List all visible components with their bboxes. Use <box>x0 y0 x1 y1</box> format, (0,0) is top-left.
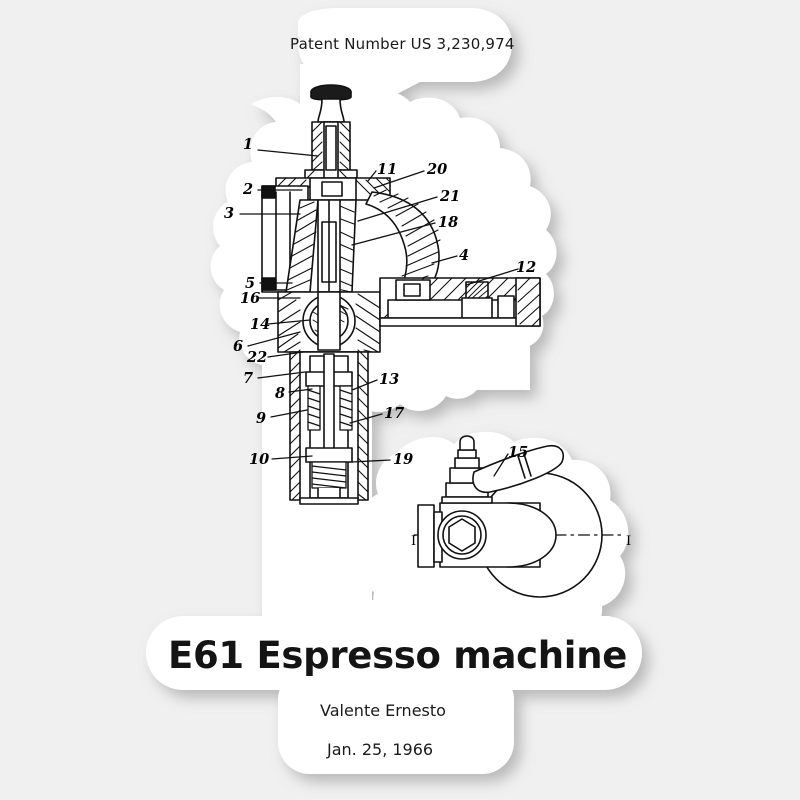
ball-valve-body <box>277 291 381 353</box>
upper-spring <box>307 385 353 431</box>
callout-leader-21 <box>357 196 438 222</box>
callout-leader-20 <box>373 170 425 189</box>
callout-leader-12 <box>465 268 519 286</box>
callout-leader-22 <box>267 351 304 358</box>
speech-bubble-tail <box>355 78 420 116</box>
callout-leader-4 <box>431 255 458 264</box>
callout-leader-9 <box>270 409 308 418</box>
callout-leader-14 <box>267 319 311 325</box>
callout-leader-8 <box>288 388 313 393</box>
callout-leader-7 <box>257 371 306 379</box>
manifold-block <box>379 277 541 327</box>
callout-leader-13 <box>351 379 378 391</box>
callout-leader-10 <box>271 455 313 460</box>
callout-leader-18 <box>351 222 436 246</box>
title-connector <box>300 600 520 690</box>
callout-leader-15 <box>493 453 509 477</box>
speech-bubble-shape <box>298 8 512 113</box>
callout-leader-6 <box>247 331 301 347</box>
credits-pill-shape <box>278 668 514 774</box>
callout-leader-1 <box>257 149 319 157</box>
patent-drawing <box>239 84 625 598</box>
lower-barrel <box>289 349 369 505</box>
callout-leader-11 <box>367 170 377 182</box>
valve-elevation-view <box>413 435 625 598</box>
adjust-knob <box>310 84 352 123</box>
callout-leader-19 <box>351 459 391 463</box>
callout-leaders <box>239 149 519 477</box>
cone-skirt <box>285 199 357 293</box>
lower-spring <box>311 461 347 489</box>
sticker-body <box>146 8 642 774</box>
callout-leader-17 <box>349 413 383 424</box>
